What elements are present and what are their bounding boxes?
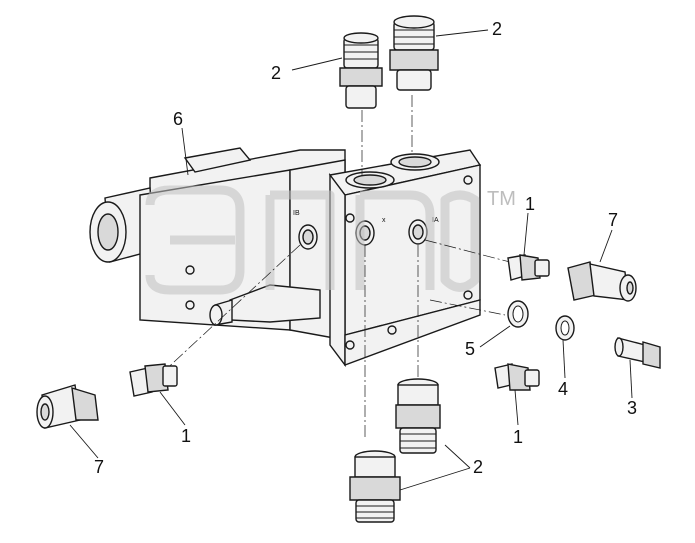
washer-5 bbox=[507, 300, 529, 328]
fitting-1-bottom-right bbox=[494, 363, 540, 391]
callout-6: 6 bbox=[173, 109, 183, 129]
fitting-7-left bbox=[36, 384, 99, 429]
callout-1-left: 1 bbox=[181, 426, 191, 446]
callout-1-right: 1 bbox=[525, 194, 535, 214]
port-mark-a: x bbox=[382, 217, 386, 224]
port-mark-b: IB bbox=[293, 210, 300, 217]
fitting-7-right bbox=[567, 261, 637, 302]
callout-7-right: 7 bbox=[608, 210, 618, 230]
watermark-logo: TM bbox=[145, 185, 516, 295]
fitting-1-right bbox=[507, 254, 550, 281]
fitting-2-top-left bbox=[339, 32, 383, 109]
fitting-2-top-right bbox=[389, 15, 439, 91]
port-mark-c: IA bbox=[432, 217, 439, 224]
callout-4: 4 bbox=[558, 379, 568, 399]
callout-2-top-right: 2 bbox=[492, 19, 502, 39]
callout-7-left: 7 bbox=[94, 457, 104, 477]
fitting-1-left bbox=[129, 363, 178, 397]
callout-3: 3 bbox=[627, 398, 637, 418]
callout-5: 5 bbox=[465, 339, 475, 359]
plug-3 bbox=[614, 337, 661, 369]
callout-2-bottom: 2 bbox=[473, 457, 483, 477]
fitting-2-bottom-right bbox=[395, 378, 441, 454]
callout-1-bottom-right: 1 bbox=[513, 427, 523, 447]
callout-2-top-left: 2 bbox=[271, 63, 281, 83]
watermark-tm: TM bbox=[487, 188, 516, 210]
fitting-2-bottom-left bbox=[349, 450, 401, 523]
valve-block: x IA IB bbox=[89, 147, 482, 368]
washer-4 bbox=[555, 315, 575, 341]
